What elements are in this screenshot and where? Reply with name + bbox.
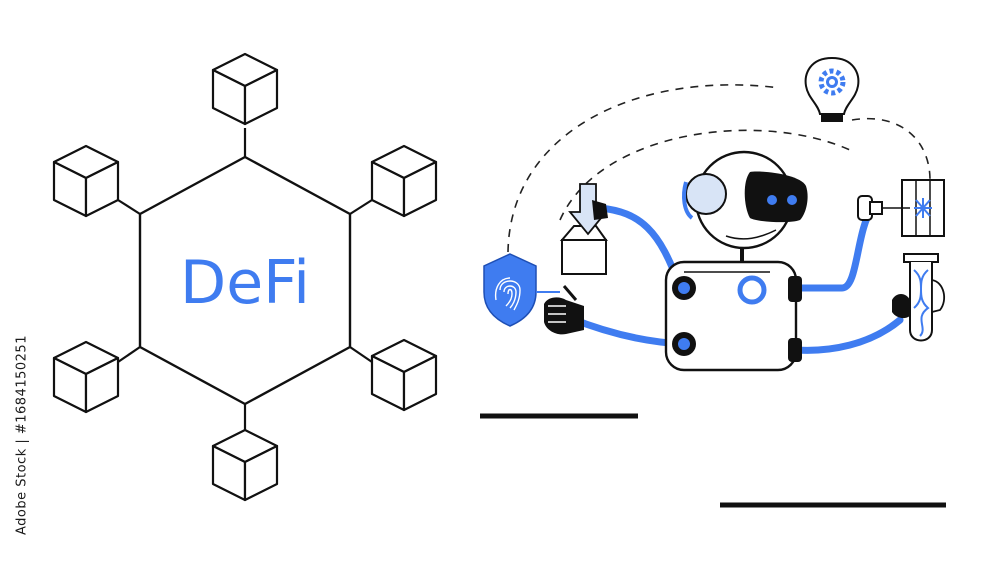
cube-icon — [211, 428, 279, 502]
stock-id-label: Adobe Stock | #1684150251 — [14, 335, 30, 535]
cube-icon — [370, 144, 438, 218]
robot-arm — [792, 316, 904, 354]
robot-hand — [544, 285, 584, 335]
lightbulb-gear-icon — [804, 56, 860, 122]
box-down-arrow-icon — [559, 183, 608, 275]
dashed-arc — [507, 84, 781, 253]
laser-panel-icon — [857, 179, 945, 237]
cube-icon — [211, 52, 279, 126]
defi-hexagon — [138, 155, 352, 406]
cube-icon — [52, 144, 120, 218]
robot-scene — [480, 56, 946, 508]
cube-icon — [370, 338, 438, 412]
test-tube-dna-icon — [892, 253, 946, 342]
dashed-arc — [851, 117, 931, 181]
robot-hand — [592, 200, 608, 220]
dashed-arc — [559, 129, 851, 221]
robot-icon — [664, 150, 808, 372]
defi-network: DeFi — [52, 52, 438, 502]
defi-label: DeFi — [180, 248, 310, 318]
shield-fingerprint-icon — [483, 253, 560, 327]
cube-icon — [52, 340, 120, 414]
